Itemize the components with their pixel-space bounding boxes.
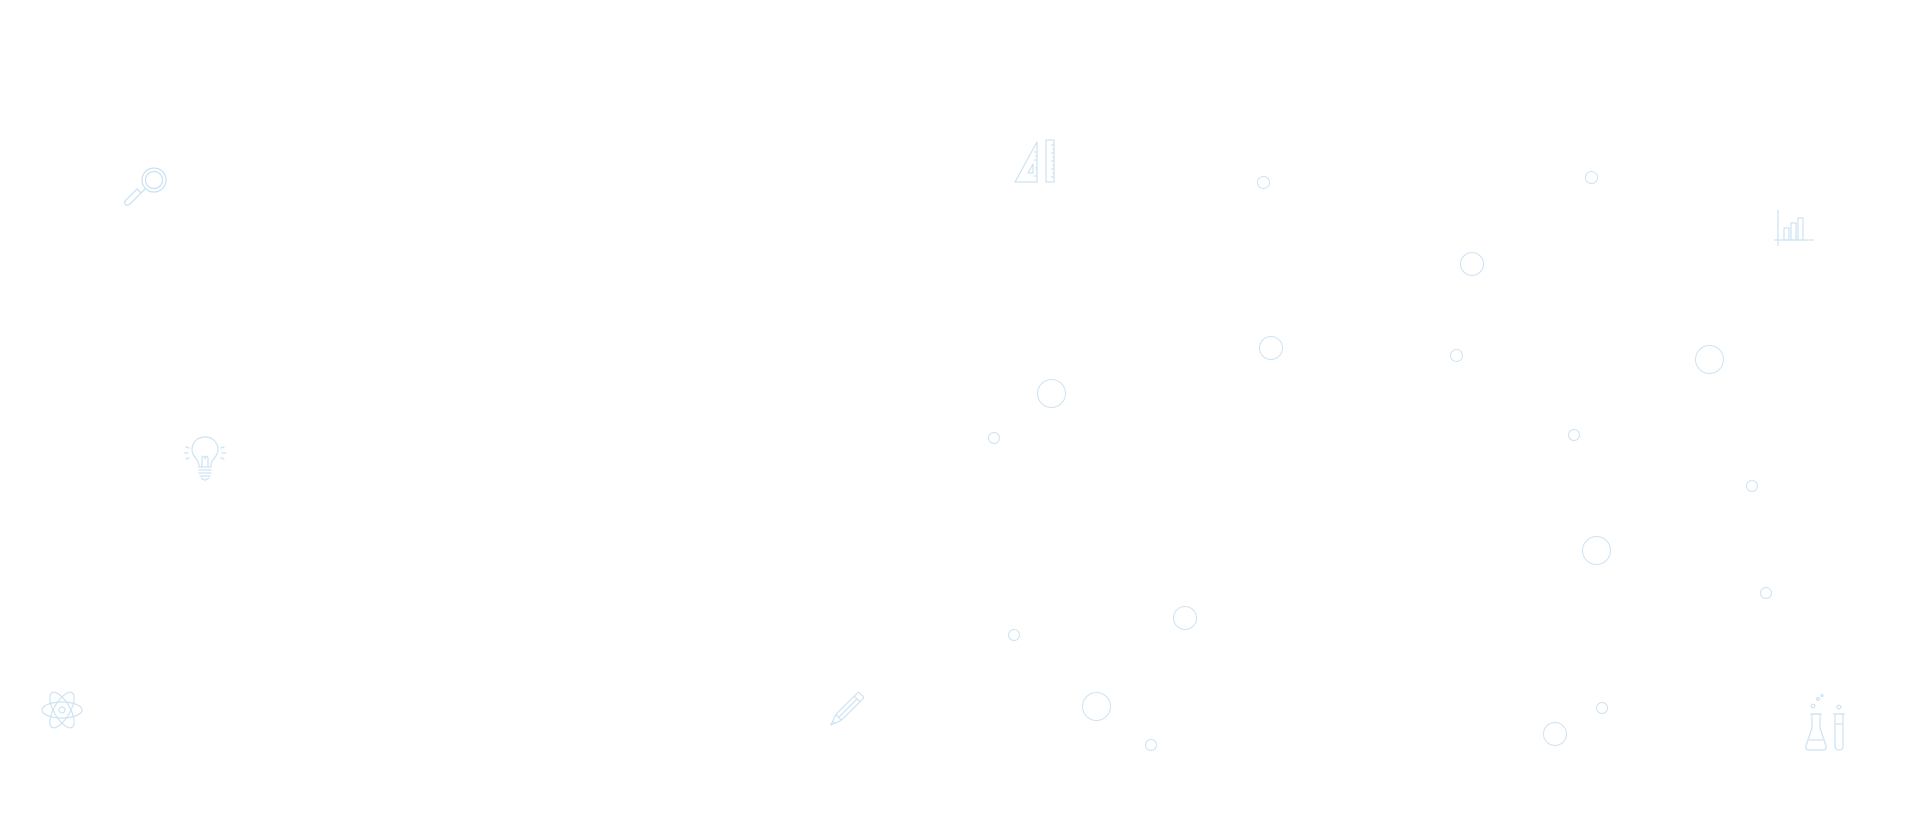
decorative-bubble [1082, 692, 1111, 721]
atom-icon [40, 688, 84, 732]
decorative-bubble [1460, 252, 1484, 276]
decorative-bubble [1596, 702, 1608, 714]
pencil-icon [822, 688, 868, 734]
decorative-bubble [1585, 171, 1598, 184]
decorative-bubble [1746, 480, 1758, 492]
decorative-bubble [1259, 336, 1283, 360]
decorative-bubble [1695, 345, 1724, 374]
decorative-bubble [1582, 536, 1611, 565]
test-tubes-icon [1802, 693, 1850, 754]
decorative-bubble [1450, 349, 1463, 362]
decorative-bubble [1173, 606, 1197, 630]
decorative-bubble [1257, 176, 1270, 189]
bar-chart-icon [1772, 208, 1816, 248]
magnifying-glass-icon [123, 164, 170, 210]
decorative-bubble [1760, 587, 1772, 599]
decorative-bubble [1543, 722, 1567, 746]
decorative-bubble [1037, 379, 1066, 408]
decorative-bubble [1568, 429, 1580, 441]
decorative-bubble [988, 432, 1000, 444]
triangle-ruler-icon [1014, 138, 1058, 186]
decorative-bubble [1008, 629, 1020, 641]
lightbulb-icon [183, 434, 227, 484]
decorative-bubble [1145, 739, 1157, 751]
